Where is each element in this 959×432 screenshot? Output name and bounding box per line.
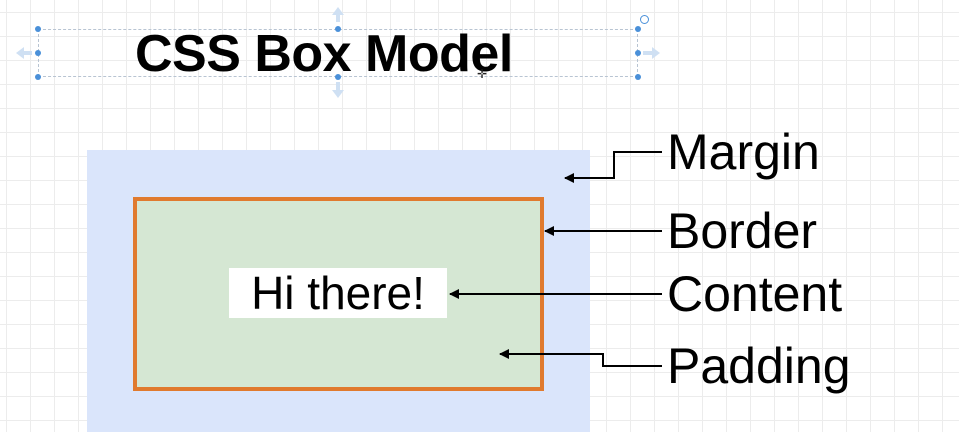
content-label[interactable]: Content — [667, 266, 843, 322]
drag-arrow-down-icon — [332, 90, 344, 98]
drag-arrow-right-icon — [652, 47, 660, 59]
content-text[interactable]: Hi there! — [229, 268, 447, 318]
padding-label[interactable]: Padding — [667, 338, 851, 394]
border-label[interactable]: Border — [667, 203, 818, 259]
selection-handle-top-center[interactable] — [335, 26, 341, 32]
selection-handle-top-right[interactable] — [635, 26, 641, 32]
margin-label[interactable]: Margin — [667, 124, 820, 180]
drag-arrow-up-icon — [332, 7, 344, 15]
selection-handle-bottom-right[interactable] — [635, 74, 641, 80]
selection-handle-middle-left[interactable] — [35, 50, 41, 56]
selection-handle-middle-right[interactable] — [635, 50, 641, 56]
selection-handle-bottom-left[interactable] — [35, 74, 41, 80]
selection-handle-top-left[interactable] — [35, 26, 41, 32]
selection-handle-bottom-center[interactable] — [335, 74, 341, 80]
move-cursor-icon: ✛ — [477, 67, 488, 81]
diagram-title[interactable]: CSS Box Model — [135, 25, 513, 83]
drag-arrow-left-icon — [16, 47, 24, 59]
rotate-handle-icon[interactable] — [640, 15, 649, 24]
